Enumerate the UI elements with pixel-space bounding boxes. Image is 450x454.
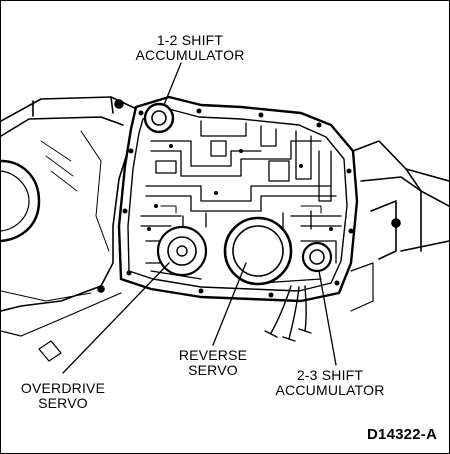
label-reverse-servo: REVERSE SERVO (173, 348, 253, 378)
label-1-2-shift-accumulator: 1-2 SHIFT ACCUMULATOR (129, 33, 251, 63)
valve-passages (140, 120, 342, 284)
wiring-harness (264, 285, 312, 342)
label-2-3-shift-accumulator-line1: 2-3 SHIFT (296, 367, 364, 383)
label-overdrive-servo: OVERDRIVE SERVO (15, 381, 111, 411)
label-reverse-servo-line1: REVERSE (178, 347, 248, 363)
label-overdrive-servo-line2: SERVO (38, 395, 88, 411)
label-reverse-servo-line2: SERVO (188, 362, 238, 378)
output-housing (350, 140, 449, 312)
figure-code: D14322-A (367, 426, 437, 443)
label-2-3-shift-accumulator: 2-3 SHIFT ACCUMULATOR (269, 368, 391, 398)
shift-12-accumulator-part (143, 102, 175, 134)
shift-23-accumulator-part (301, 241, 333, 273)
label-1-2-shift-accumulator-line2: ACCUMULATOR (135, 47, 245, 63)
label-overdrive-servo-line1: OVERDRIVE (20, 380, 106, 396)
transmission-case (1, 96, 142, 362)
label-2-3-shift-accumulator-line2: ACCUMULATOR (275, 382, 385, 398)
leader-lines (62, 62, 337, 374)
reverse-servo-part (223, 216, 293, 286)
overdrive-servo-part (156, 225, 208, 277)
label-1-2-shift-accumulator-line1: 1-2 SHIFT (156, 32, 224, 48)
